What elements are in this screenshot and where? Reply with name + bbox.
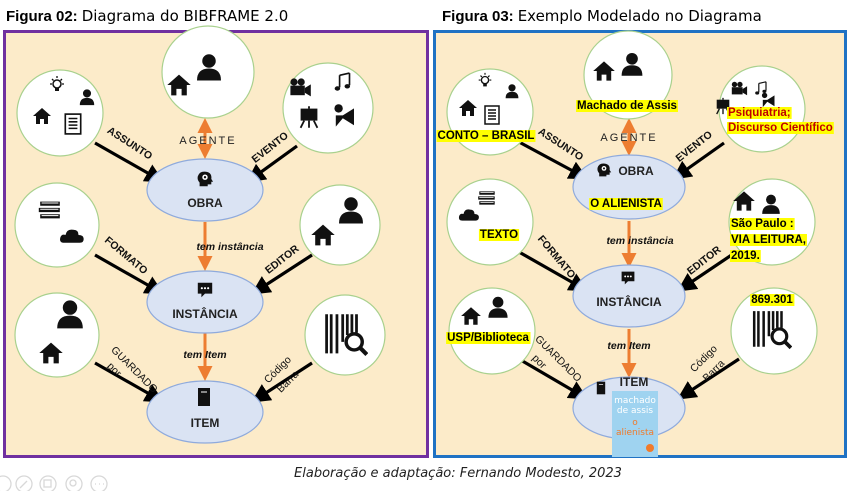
guardado-circle	[14, 292, 100, 378]
text-highlight	[576, 100, 678, 112]
rotate-icon[interactable]	[0, 475, 12, 491]
instancia-label: INSTÂNCIA	[596, 294, 662, 309]
zoom-icon[interactable]	[65, 475, 83, 491]
guardado-arrow	[94, 361, 165, 403]
text-highlight	[730, 218, 795, 230]
instancia-label: INSTÂNCIA	[172, 306, 238, 321]
editor-circle	[299, 184, 381, 266]
instancia-node	[146, 270, 264, 334]
figure03-title: Figura 03:Exemplo Modelado no Diagrama	[442, 7, 762, 25]
editor-value-2: VIA LEITURA,	[731, 234, 806, 246]
instancia-node	[572, 264, 686, 328]
books-icon	[38, 201, 61, 219]
tem-item-label: tem Item	[183, 349, 226, 361]
guardado-arrow	[518, 357, 589, 400]
agente-label: AGENTE	[179, 135, 236, 147]
book-icon	[197, 387, 211, 407]
formato-circle	[446, 178, 534, 266]
text-highlight	[727, 107, 792, 119]
item-label: ITEM	[620, 375, 649, 389]
formato-arrow	[518, 250, 589, 292]
copy-icon[interactable]	[39, 475, 57, 491]
assunto-arrow	[518, 140, 589, 180]
books-icon	[477, 191, 496, 205]
book-cover-image: machado de assis o alienista	[612, 391, 658, 457]
image-toolbar	[0, 475, 108, 491]
guardado-value: USP/Biblioteca	[447, 332, 529, 344]
obra-label: OBRA	[618, 164, 654, 178]
formato-arrow	[94, 253, 165, 295]
text-highlight	[730, 234, 807, 246]
codigo-value: 869.301	[751, 294, 793, 306]
document-icon	[64, 113, 82, 135]
edit-icon[interactable]	[15, 475, 33, 491]
text-highlight	[727, 122, 834, 134]
formato-value: TEXTO	[480, 229, 518, 241]
obra-label: OBRA	[187, 196, 223, 210]
svg-text:alienista: alienista	[616, 428, 654, 438]
editor-arrow	[250, 253, 313, 295]
editor-value-1: São Paulo :	[731, 218, 794, 230]
document-icon	[484, 105, 500, 125]
agente-value: Machado de Assis	[577, 100, 677, 112]
text-highlight	[730, 250, 761, 262]
assunto-value: CONTO – BRASIL	[438, 130, 535, 142]
guardado-circle	[448, 287, 536, 375]
tem-item-label: tem Item	[607, 340, 650, 352]
evento-value-1: Psiquiatria;	[728, 107, 791, 119]
agente-label: AGENTE	[600, 132, 657, 144]
formato-circle	[14, 182, 100, 268]
obra-value: O ALIENISTA	[590, 198, 662, 210]
text-highlight	[589, 198, 663, 210]
easel-icon	[299, 105, 319, 129]
editor-arrow	[677, 250, 737, 292]
evento-arrow	[672, 141, 725, 180]
evento-value-2: Discurso Científico	[728, 122, 833, 134]
text-highlight	[478, 229, 520, 241]
tem-instancia-label: tem instância	[196, 241, 263, 253]
editor-value-3: 2019.	[731, 250, 760, 262]
caption: Elaboração e adaptação: Fernando Modesto…	[294, 466, 622, 481]
tem-instancia-label: tem instância	[606, 235, 673, 247]
text-highlight	[446, 332, 531, 344]
svg-text:machado: machado	[614, 396, 656, 406]
item-label: ITEM	[191, 416, 220, 430]
codigo-arrow	[250, 361, 313, 403]
assunto-arrow	[94, 141, 165, 183]
codigo-circle	[304, 294, 386, 376]
evento-circle	[282, 62, 374, 154]
assunto-circle	[16, 69, 104, 157]
figure02-title: Figura 02:Diagrama do BIBFRAME 2.0	[6, 7, 288, 25]
svg-text:de assis: de assis	[617, 406, 654, 416]
text-highlight	[436, 130, 536, 142]
obra-node	[146, 158, 264, 222]
book-icon	[596, 381, 606, 395]
more-icon[interactable]	[90, 475, 108, 491]
codigo-arrow	[676, 357, 740, 400]
evento-arrow	[246, 144, 298, 183]
text-highlight	[750, 294, 795, 306]
item-node	[146, 380, 264, 444]
svg-text:o: o	[632, 418, 638, 428]
